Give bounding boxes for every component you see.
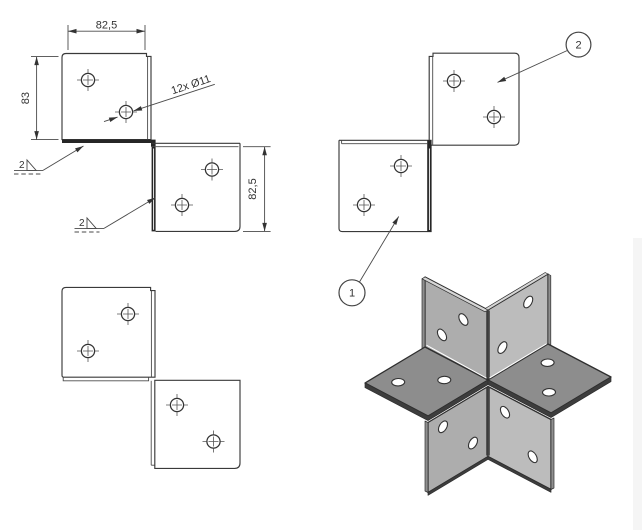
plate-face [338, 140, 432, 233]
arrowhead-icon [392, 215, 401, 225]
iso-hole [540, 358, 555, 367]
plate-face [61, 52, 152, 141]
bend-lip [62, 377, 150, 382]
front-view: 82,5 83 82,5 12x Ø11 [14, 19, 271, 233]
iso-plate-side-edge [550, 417, 555, 490]
arrowhead-icon [262, 146, 267, 156]
iso-hole [391, 377, 406, 387]
dimension-height[interactable]: 83 [20, 56, 59, 141]
bend-corner [427, 140, 432, 148]
balloon-number[interactable]: 2 [575, 39, 581, 51]
dimension-text[interactable]: 82,5 [247, 178, 259, 199]
iso-hole [527, 450, 538, 464]
plate-face [155, 143, 241, 232]
arrowhead-icon [34, 131, 39, 140]
iso-plate-side-edge [547, 273, 552, 346]
back-view [61, 286, 241, 469]
iso-hole [458, 313, 469, 326]
dimension-side[interactable]: 82,5 [243, 146, 271, 232]
balloon-leader [359, 216, 400, 283]
bend-edge [62, 139, 151, 143]
weld-symbol-bottom[interactable]: 2 [74, 195, 157, 233]
iso-hole [437, 375, 452, 385]
page-edge-shadow [633, 238, 642, 530]
balloon-leader [497, 50, 568, 83]
balloon-number[interactable]: 1 [349, 288, 355, 300]
weld-size-text[interactable]: 2 [79, 218, 85, 229]
arrowhead-icon [108, 114, 119, 122]
iso-plate-side-edge [421, 276, 426, 350]
arrowhead-icon [34, 56, 39, 66]
arrowhead-icon [496, 76, 507, 85]
balloon-circle[interactable] [338, 279, 366, 307]
iso-plate-top-edge [484, 272, 549, 311]
arrowhead-icon [68, 28, 77, 34]
iso-view [364, 272, 612, 496]
plate-face [61, 286, 156, 378]
hole-callout-text[interactable]: 12x Ø11 [170, 73, 212, 97]
balloon-circle[interactable] [565, 31, 592, 58]
weld-symbol-top[interactable]: 2 [14, 144, 85, 175]
weld-leader [103, 197, 156, 229]
iso-hole [541, 388, 557, 397]
dimension-text[interactable]: 83 [20, 92, 32, 104]
iso-plate-thickness [487, 376, 612, 418]
dimension-width[interactable]: 82,5 [67, 19, 146, 50]
leader-line [133, 83, 215, 112]
plate-face [154, 379, 241, 469]
iso-hole [436, 328, 448, 342]
weld-size-text[interactable]: 2 [19, 160, 25, 171]
iso-plate-bottom-edge [487, 456, 552, 493]
iso-hole [497, 341, 508, 354]
iso-hole [499, 405, 511, 419]
dimension-text[interactable]: 82,5 [96, 19, 117, 31]
plate-face [428, 52, 520, 146]
fillet-weld-triangle-icon [26, 158, 38, 171]
balloon-1[interactable]: 1 [338, 215, 401, 307]
iso-hole [437, 420, 449, 434]
iso-plate-top-edge [421, 276, 489, 313]
fillet-weld-triangle-icon [86, 216, 98, 229]
iso-plate-side-edge [424, 420, 429, 493]
iso-gap-highlight [489, 343, 547, 379]
balloon-view: 2 1 [338, 31, 592, 307]
balloon-2[interactable]: 2 [496, 31, 592, 85]
iso-hole [467, 436, 479, 450]
arrowhead-icon [262, 222, 267, 232]
iso-hole [523, 295, 534, 309]
arrowhead-icon [136, 28, 145, 34]
arrowhead-icon [75, 144, 85, 153]
iso-gap-highlight [426, 344, 487, 379]
